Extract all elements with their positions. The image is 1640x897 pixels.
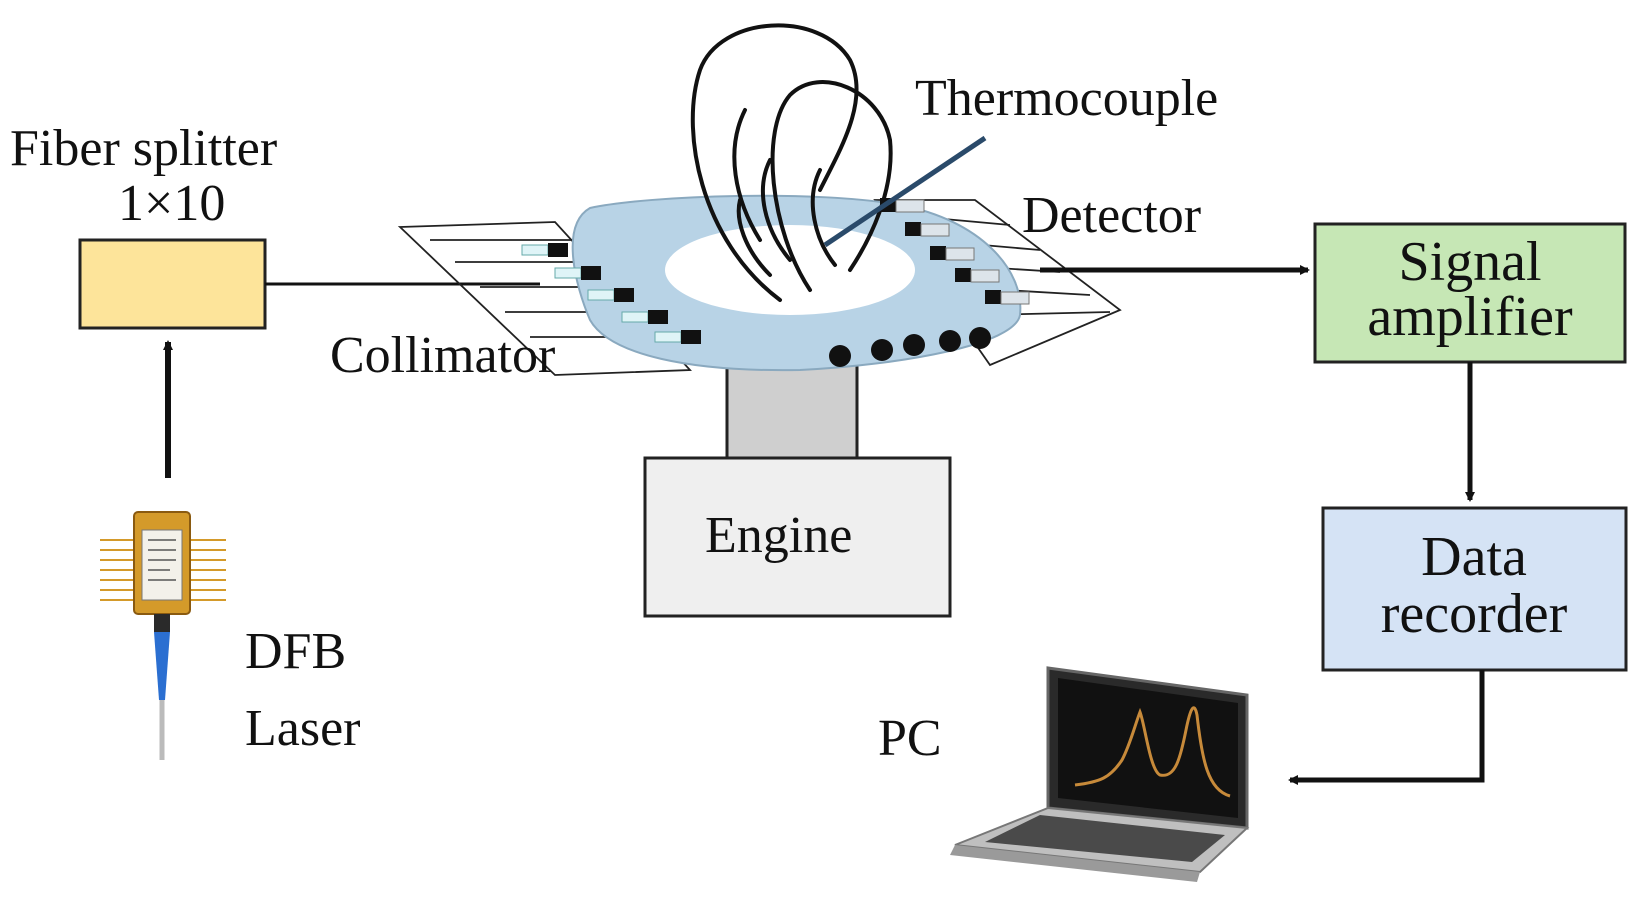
signal-amplifier-label-2: amplifier [1367, 286, 1573, 348]
engine-shaft [725, 363, 859, 462]
spectrum-trace [1074, 706, 1231, 798]
detector-label: Detector [1022, 187, 1201, 244]
engine-label: Engine [705, 507, 852, 564]
collimator-label: Collimator [330, 327, 555, 384]
thermocouple-label: Thermocouple [915, 70, 1218, 127]
laser-module-icon [100, 511, 226, 760]
laser-label: Laser [245, 700, 360, 757]
signal-amplifier-label-1: Signal [1398, 231, 1541, 293]
fiber-splitter-box [78, 238, 267, 330]
dfb-label: DFB [245, 623, 346, 680]
data-recorder-label-1: Data [1421, 526, 1527, 588]
ring-sensor-dots [829, 327, 991, 367]
recorder-to-pc-arrow [1288, 670, 1485, 785]
combustor-hole [665, 225, 915, 315]
laptop-icon [950, 666, 1250, 882]
data-recorder-label-2: recorder [1381, 583, 1568, 645]
thermocouple-probe [823, 135, 987, 248]
engine-box [643, 456, 952, 618]
collimator-array [521, 243, 701, 344]
data-recorder-box [1321, 506, 1628, 672]
signal-amplifier-box [1313, 222, 1627, 364]
detector-array [880, 198, 1030, 305]
fiber-splitter-ratio-label: 1×10 [118, 175, 225, 232]
pc-label: PC [878, 710, 942, 767]
fiber-splitter-label: Fiber splitter [10, 120, 277, 177]
